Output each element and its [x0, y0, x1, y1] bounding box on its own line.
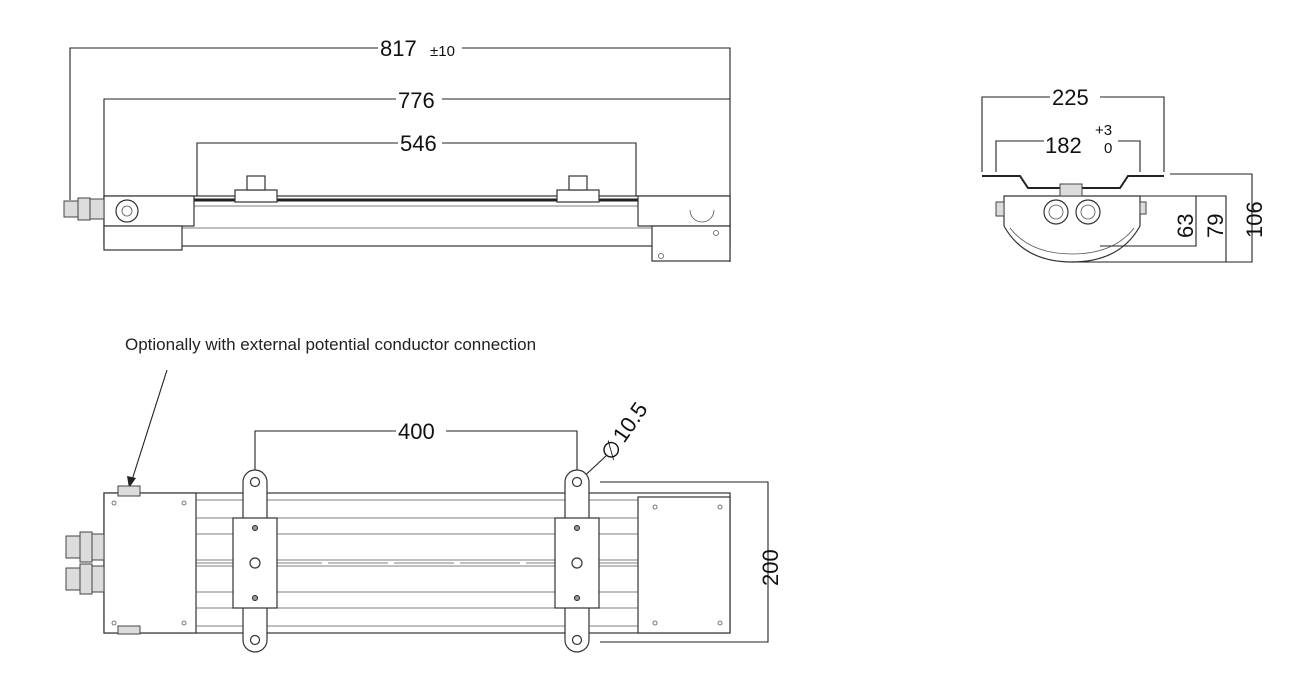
side-end-box	[651, 225, 731, 262]
end-gland-left	[1043, 199, 1069, 225]
dim-817-value: 817	[380, 36, 417, 61]
top-end-box	[637, 496, 731, 634]
dim-63: 63	[1100, 195, 1198, 247]
side-bracket-left	[234, 175, 278, 203]
dim-182-value: 182	[1045, 133, 1082, 158]
conductor-note: Optionally with external potential condu…	[125, 335, 536, 354]
dim-hole-value: 10.5	[608, 397, 653, 446]
dim-79: 79	[1072, 195, 1228, 263]
dim-225: 225	[981, 85, 1165, 172]
top-mount-strap-right	[554, 469, 600, 653]
dim-225-value: 225	[1052, 85, 1089, 110]
side-view: 817 ±10 776 546	[63, 36, 731, 262]
end-view: 225 182 +3 0 63 79	[981, 85, 1267, 263]
dim-546: 546	[196, 131, 637, 198]
dim-106-value: 106	[1242, 201, 1267, 238]
dim-200-value: 200	[758, 549, 783, 586]
dim-200: 200	[600, 481, 783, 643]
side-cable-gland	[63, 197, 105, 221]
dim-776: 776	[103, 88, 730, 200]
conductor-leader	[131, 369, 168, 481]
dim-817-tolerance: ±10	[430, 43, 455, 60]
top-cable-gland-lower	[65, 563, 105, 595]
top-mount-strap-left	[232, 469, 278, 653]
dim-106: 106	[1170, 173, 1267, 263]
dim-400: 400	[254, 419, 578, 472]
dim-400-value: 400	[398, 419, 435, 444]
side-round-connector	[115, 199, 139, 223]
dim-182: 182 +3 0	[995, 122, 1141, 172]
conductor-arrow	[127, 476, 136, 488]
dim-776-value: 776	[398, 88, 435, 113]
conductor-screw	[117, 485, 141, 497]
end-housing	[1003, 195, 1141, 263]
dim-hole-diameter: ∅ 10.5	[577, 397, 653, 483]
dim-817: 817 ±10	[69, 36, 731, 262]
dim-182-tol-minus: 0	[1104, 140, 1112, 157]
top-cable-gland-upper	[65, 531, 105, 563]
end-gland-right	[1075, 199, 1101, 225]
top-terminal-box	[103, 492, 197, 634]
side-terminal-box	[103, 225, 183, 251]
dim-79-value: 79	[1203, 214, 1228, 238]
dim-546-value: 546	[400, 131, 437, 156]
side-fixture-body	[103, 195, 731, 247]
side-bracket-right	[556, 175, 600, 203]
top-view: Optionally with external potential condu…	[65, 335, 783, 653]
dim-182-tol-plus: +3	[1095, 122, 1112, 139]
dim-63-value: 63	[1173, 214, 1198, 238]
